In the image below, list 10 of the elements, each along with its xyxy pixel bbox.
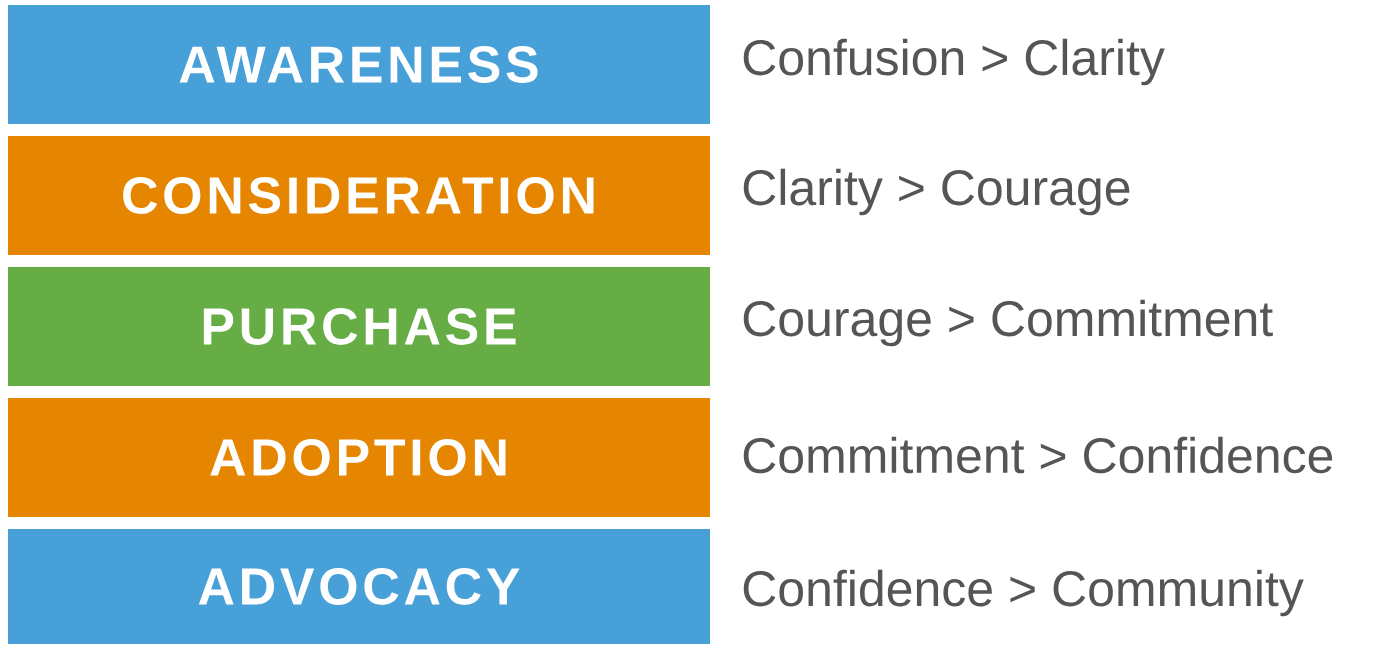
transition-text: Clarity > Courage — [743, 168, 1130, 216]
stage-band: CONSIDERATION — [8, 136, 710, 255]
transition-text: Commitment > Confidence — [743, 436, 1333, 474]
transition-text: Courage > Commitment — [743, 299, 1273, 347]
stage-band: PURCHASE — [8, 267, 710, 386]
stage-band: ADVOCACY — [8, 529, 710, 644]
stage-band: AWARENESS — [8, 5, 710, 124]
transition-text: Confusion > Clarity — [743, 38, 1165, 86]
stage-band: ADOPTION — [8, 398, 710, 517]
transition-text: Confidence > Community — [743, 569, 1304, 617]
